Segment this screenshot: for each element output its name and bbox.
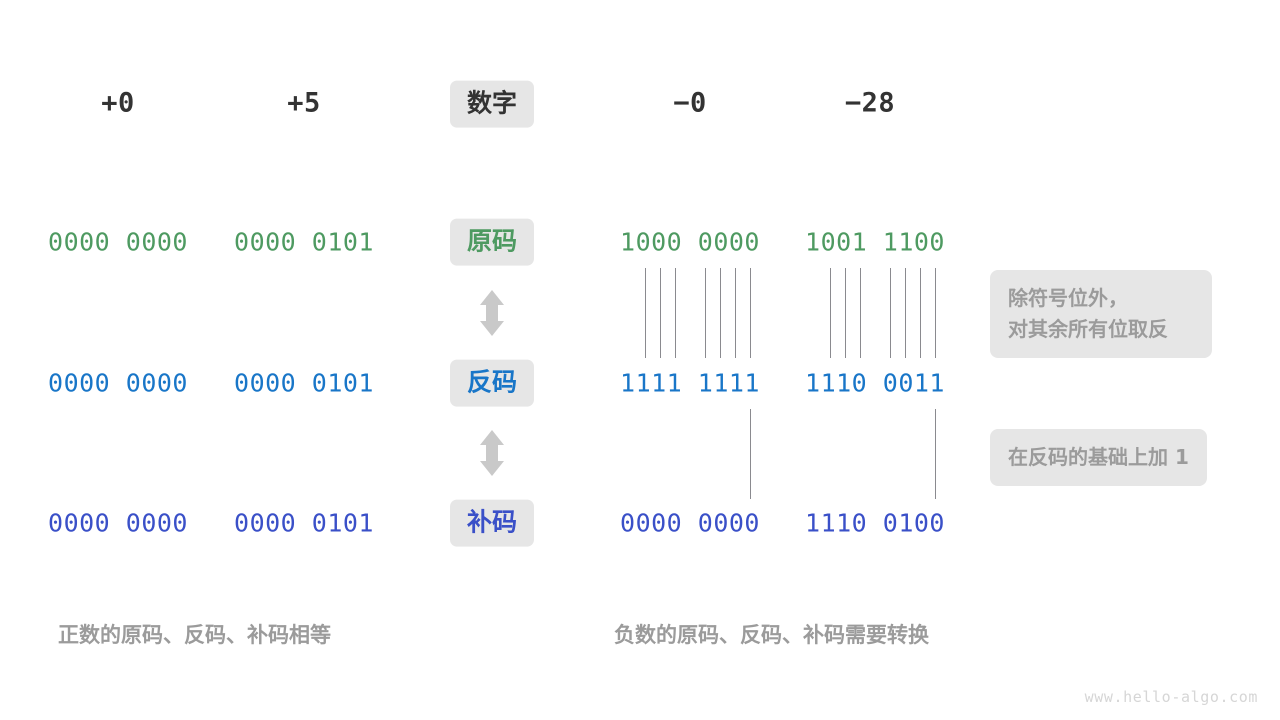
ones-complement-plus-five: 0000 0101 <box>234 368 374 398</box>
original-code-plus-five: 0000 0101 <box>234 227 374 257</box>
connector-line <box>720 268 721 358</box>
caption-negative-numbers: 负数的原码、反码、补码需要转换 <box>614 623 929 647</box>
connector-line <box>845 268 846 358</box>
note-add-one: 在反码的基础上加 1 <box>990 429 1207 486</box>
original-code-minus-zero: 1000 0000 <box>620 227 760 257</box>
connector-line <box>860 268 861 358</box>
connector-line <box>920 268 921 358</box>
up-down-arrow-icon-ones-to-twos <box>477 428 507 478</box>
connector-line <box>675 268 676 358</box>
connector-line <box>935 409 936 499</box>
connector-line <box>735 268 736 358</box>
up-down-arrow-icon-original-to-ones <box>477 288 507 338</box>
ones-complement-minus-zero: 1111 1111 <box>620 368 760 398</box>
caption-positive-numbers: 正数的原码、反码、补码相等 <box>58 623 331 647</box>
ones-complement-minus-twentyeight: 1110 0011 <box>805 368 945 398</box>
number-header-plus-zero: +0 <box>101 87 135 119</box>
twos-complement-minus-zero: 0000 0000 <box>620 508 760 538</box>
chip-number-label: 数字 <box>449 80 535 128</box>
connector-line <box>935 268 936 358</box>
number-header-minus-twentyeight: −28 <box>844 87 896 119</box>
connector-line <box>830 268 831 358</box>
connector-line <box>750 268 751 358</box>
chip-ones-complement-label: 反码 <box>449 359 535 407</box>
twos-complement-plus-five: 0000 0101 <box>234 508 374 538</box>
connector-line <box>645 268 646 358</box>
note-invert-bits: 除符号位外， 对其余所有位取反 <box>990 270 1212 358</box>
connector-line <box>905 268 906 358</box>
connector-line <box>750 409 751 499</box>
connector-line <box>660 268 661 358</box>
original-code-plus-zero: 0000 0000 <box>48 227 188 257</box>
twos-complement-minus-twentyeight: 1110 0100 <box>805 508 945 538</box>
number-header-plus-five: +5 <box>287 87 321 119</box>
number-header-minus-zero: −0 <box>673 87 707 119</box>
twos-complement-plus-zero: 0000 0000 <box>48 508 188 538</box>
original-code-minus-twentyeight: 1001 1100 <box>805 227 945 257</box>
chip-original-code-label: 原码 <box>449 218 535 266</box>
connector-line <box>890 268 891 358</box>
chip-twos-complement-label: 补码 <box>449 499 535 547</box>
ones-complement-plus-zero: 0000 0000 <box>48 368 188 398</box>
watermark: www.hello-algo.com <box>1084 688 1258 706</box>
connector-line <box>705 268 706 358</box>
